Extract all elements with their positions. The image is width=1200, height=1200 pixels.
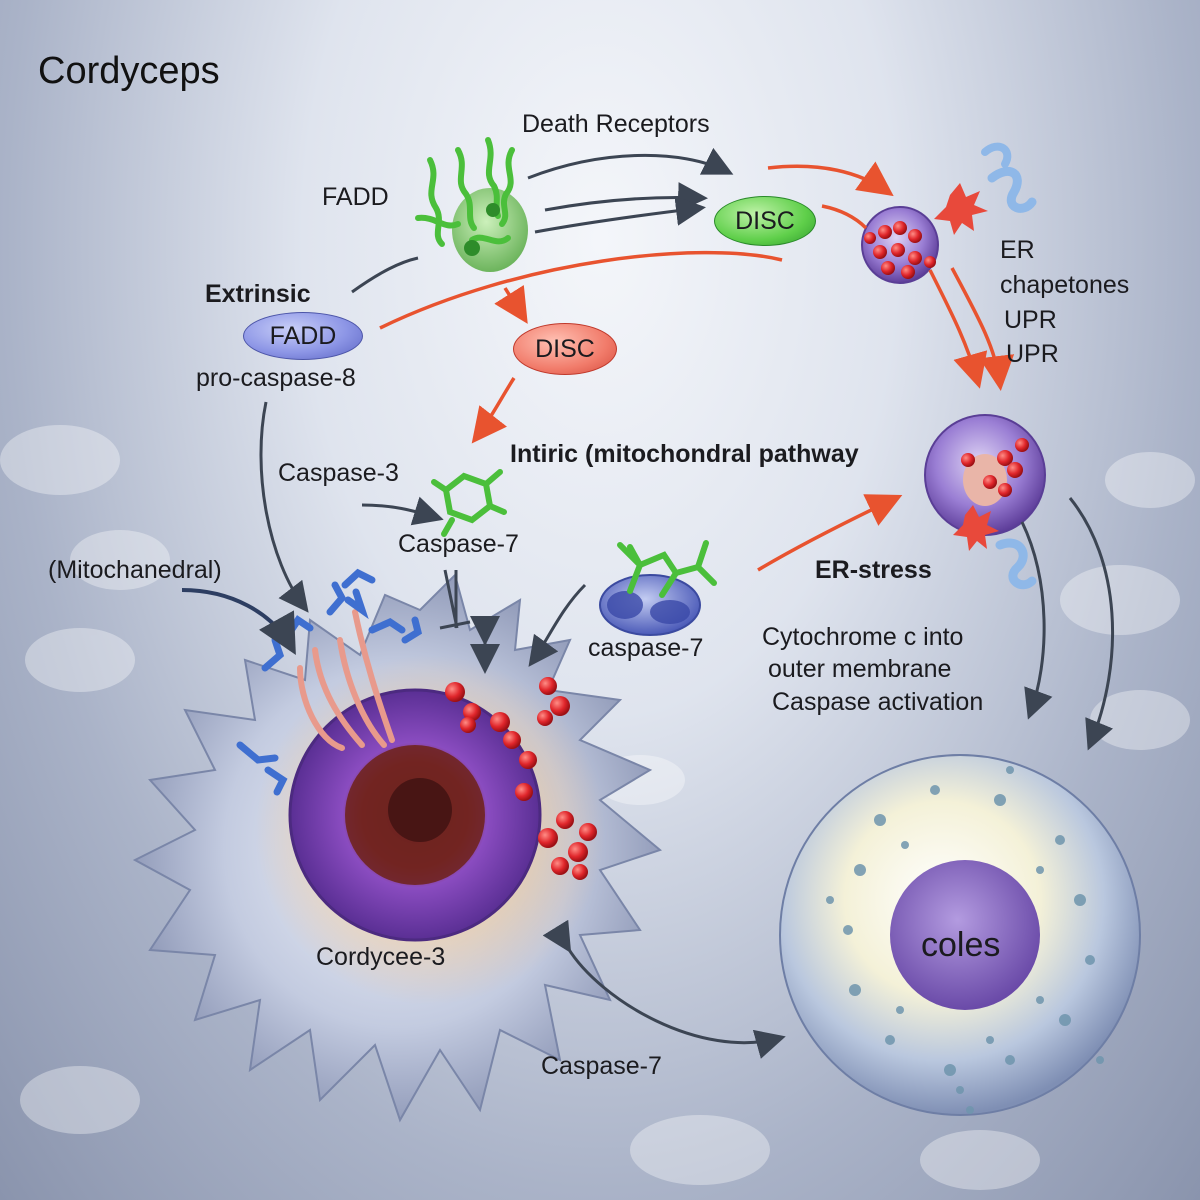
diagram-title: Cordyceps: [38, 50, 220, 92]
label-upr-2: UPR: [1006, 340, 1059, 368]
disc-red-node: DISC: [513, 323, 617, 375]
disc-green-label: DISC: [735, 206, 795, 235]
er-stress-cell: [924, 414, 1046, 590]
label-cytochrome-2: outer membrane: [768, 655, 952, 683]
caspase-3-hexagon-protein: [431, 469, 507, 537]
fadd-node-label: FADD: [269, 321, 337, 350]
label-fadd-top: FADD: [322, 183, 389, 211]
label-caspase-3: Caspase-3: [278, 459, 399, 487]
fadd-protein-complex: [415, 137, 528, 272]
disc-green-node: DISC: [714, 196, 816, 246]
label-caspase-7-lower: caspase-7: [588, 634, 704, 662]
pink-filaments: [297, 609, 395, 751]
label-coles: coles: [921, 926, 1001, 964]
label-caspase-7-bottom: Caspase-7: [541, 1052, 662, 1080]
label-intrinsic-pathway: Intiric (mitochondral pathway: [510, 440, 859, 468]
label-death-receptors: Death Receptors: [522, 110, 710, 138]
label-upr-1: UPR: [1004, 306, 1057, 334]
caspase-7-protein: [599, 540, 717, 636]
label-pro-caspase-8: pro-caspase-8: [196, 364, 356, 392]
apoptotic-sphere: [779, 754, 1141, 1116]
label-extrinsic: Extrinsic: [205, 280, 311, 308]
dark-arrows: [181, 147, 1115, 1059]
red-arrows: [379, 161, 1015, 572]
blue-receptors: [236, 568, 423, 796]
label-mitochanedral: (Mitochanedral): [48, 556, 222, 584]
label-er: ER: [1000, 236, 1035, 264]
spiky-cell: [132, 568, 663, 1123]
label-cytochrome-1: Cytochrome c into: [762, 623, 964, 651]
label-cytochrome-3: Caspase activation: [772, 688, 984, 716]
red-droplets-cluster: [445, 677, 597, 880]
fadd-node: FADD: [243, 312, 363, 360]
label-chapetones: chapetones: [1000, 271, 1130, 299]
label-er-stress: ER-stress: [815, 556, 932, 584]
er-vesicle: [861, 142, 1037, 284]
label-cordycee-3: Cordycee-3: [316, 943, 446, 971]
background-texture: [0, 425, 1195, 1190]
disc-red-label: DISC: [535, 334, 595, 363]
label-caspase-7-upper: Caspase-7: [398, 530, 519, 558]
